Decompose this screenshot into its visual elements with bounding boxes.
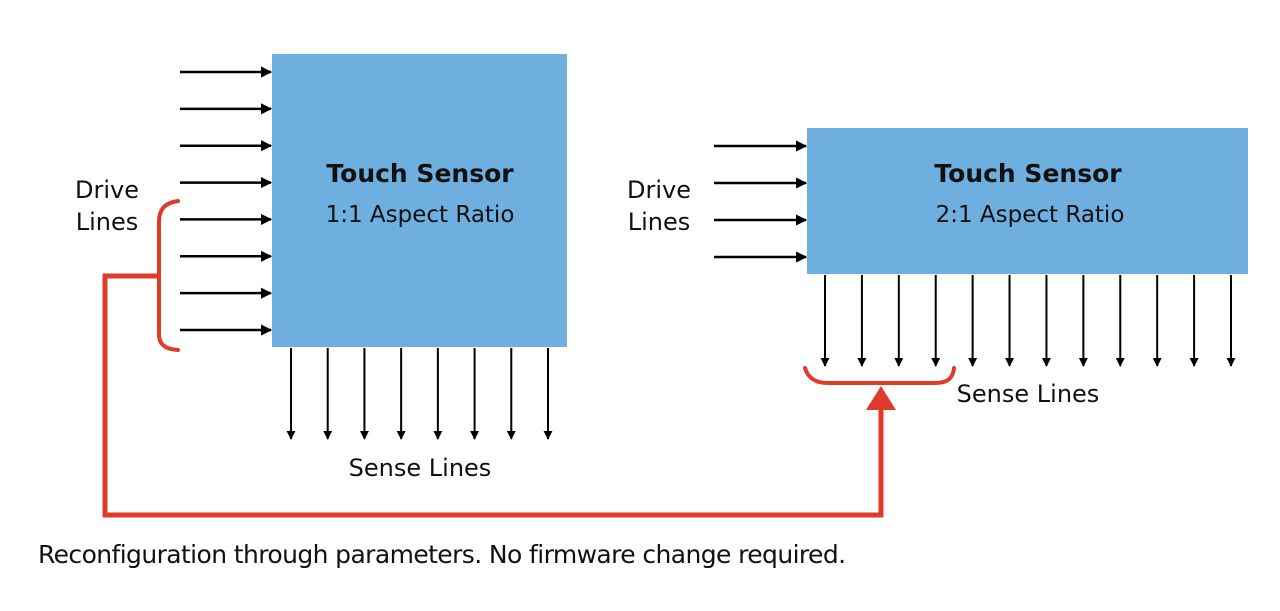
sensor-2-drive-label-line2: Lines <box>628 208 691 236</box>
sensor-2-panel <box>807 128 1248 274</box>
sensor-1-sense-label: Sense Lines <box>349 454 492 482</box>
reconfiguration-connector <box>102 273 884 518</box>
sensor-2-drive-label-line1: Drive <box>627 176 691 204</box>
sensor-1-sense-lines <box>286 348 553 440</box>
sensor-2-subtitle: 2:1 Aspect Ratio <box>936 202 1125 228</box>
sensor-1-title: Touch Sensor <box>326 159 514 188</box>
connector-arrowhead-icon <box>866 386 896 410</box>
sensor-2-sense-lines <box>820 275 1236 367</box>
sensor-1-subtitle: 1:1 Aspect Ratio <box>326 202 515 228</box>
sensor-1-drive-label-line2: Lines <box>76 208 139 236</box>
sensor-1-drive-label-line1: Drive <box>75 176 139 204</box>
sensor-1-panel <box>272 54 567 347</box>
caption: Reconfiguration through parameters. No f… <box>38 540 846 569</box>
sensor-2-title: Touch Sensor <box>934 159 1122 188</box>
drive-lines-bracket <box>157 199 180 352</box>
sense-lines-bracket <box>803 366 956 385</box>
sensor-1-drive-lines <box>180 66 273 336</box>
sensor-2-sense-label: Sense Lines <box>957 380 1100 408</box>
sensor-2-drive-lines <box>714 140 808 263</box>
